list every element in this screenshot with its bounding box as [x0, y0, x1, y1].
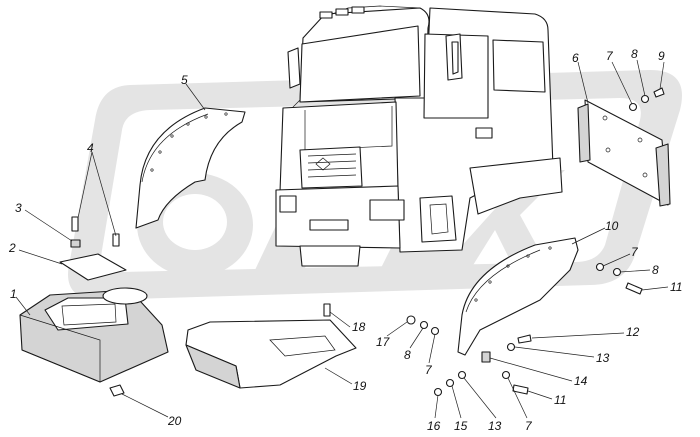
part-6-panel [577, 99, 671, 207]
part-1-housing [19, 287, 169, 383]
callout-11-bottom: 11 [554, 393, 566, 407]
callout-2: 2 [8, 241, 16, 255]
callout-5: 5 [181, 73, 188, 87]
truck-cab [275, 5, 563, 267]
callout-7-bottom: 7 [525, 419, 533, 433]
callout-20: 20 [167, 414, 182, 428]
part-2-plate [59, 253, 127, 281]
callout-6: 6 [572, 51, 579, 65]
callout-3: 3 [15, 201, 22, 215]
callout-4: 4 [87, 141, 94, 155]
callout-17: 17 [376, 335, 391, 349]
fasteners [70, 87, 665, 397]
callout-18: 18 [352, 320, 366, 334]
part-5-fender-liner [135, 107, 246, 229]
callout-16: 16 [427, 419, 441, 433]
part-10-liner [457, 237, 579, 356]
callout-1: 1 [10, 287, 17, 301]
callout-8-top: 8 [631, 47, 638, 61]
callout-7-center: 7 [425, 363, 433, 377]
callout-7-top: 7 [606, 49, 614, 63]
callout-9: 9 [658, 49, 665, 63]
callout-19: 19 [353, 379, 367, 393]
callout-12: 12 [626, 325, 640, 339]
callout-8-right: 8 [652, 263, 659, 277]
leader-lines [15, 59, 669, 419]
callout-14: 14 [574, 374, 588, 388]
part-19-cover [185, 319, 357, 389]
callout-8-bottom: 8 [404, 348, 411, 362]
callout-13-right: 13 [596, 351, 610, 365]
callout-7-right: 7 [631, 245, 639, 259]
callout-13-bottom: 13 [488, 419, 502, 433]
callout-labels: 1 2 3 4 5 6 7 8 9 10 7 8 11 12 13 14 11 … [8, 47, 682, 433]
callout-15: 15 [454, 419, 468, 433]
callout-10: 10 [605, 219, 619, 233]
callout-11-right: 11 [670, 280, 682, 294]
